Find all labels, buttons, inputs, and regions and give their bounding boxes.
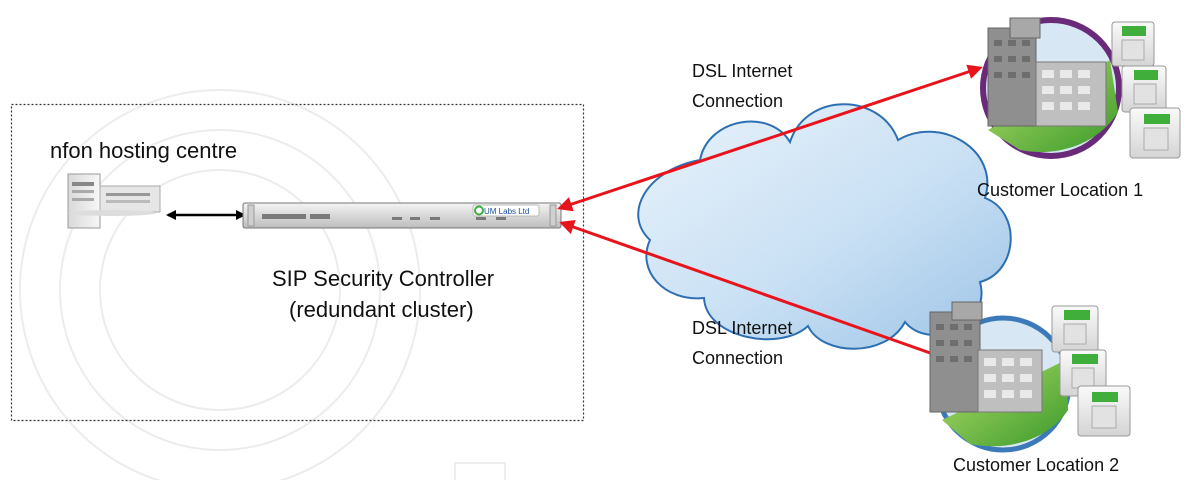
customer-location-2-icon xyxy=(929,301,1072,453)
customer-location-1-icon xyxy=(980,17,1122,159)
controller-label-line1: SIP Security Controller xyxy=(272,266,494,291)
customer-location-2-phones xyxy=(1051,305,1131,437)
dsl-link-2 xyxy=(559,219,953,364)
sip-security-controller-appliance: UM Labs Ltd xyxy=(242,202,562,229)
background-watermark xyxy=(19,89,506,480)
dsl-connection-1-line2: Connection xyxy=(692,91,783,111)
dsl-connection-2-line1: DSL Internet xyxy=(692,318,792,338)
controller-logo-text: UM Labs Ltd xyxy=(484,207,529,216)
controller-label-line2: (redundant cluster) xyxy=(289,297,474,322)
dsl-connection-1-line1: DSL Internet xyxy=(692,61,792,81)
server-icon xyxy=(67,173,161,229)
customer-location-1-label: Customer Location 1 xyxy=(977,180,1143,200)
dsl-connection-2-line2: Connection xyxy=(692,348,783,368)
customer-location-2-label: Customer Location 2 xyxy=(953,455,1119,475)
hosting-centre-label: nfon hosting centre xyxy=(50,138,237,163)
customer-location-1-phones xyxy=(1111,21,1181,159)
dsl-link-1 xyxy=(557,64,983,212)
